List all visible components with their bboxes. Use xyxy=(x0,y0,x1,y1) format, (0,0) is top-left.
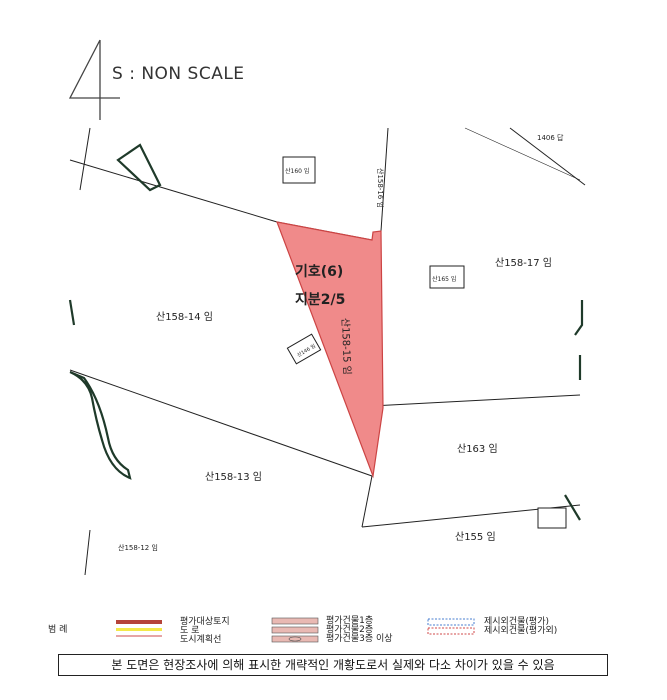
legend-label-bldg3: 평가건물3층 이상 xyxy=(326,634,393,644)
legend-label-excl-eval: 제시외건물(평가) xyxy=(484,617,549,627)
legend-swatch-bldg3 xyxy=(271,635,319,643)
subject-label-line2: 지분2/5 xyxy=(295,292,345,308)
building-146 xyxy=(286,333,322,365)
vegetation-left xyxy=(68,299,76,326)
legend: 범 례 평가대상토지 도 로 도시계획선 평가건물1층 평가건물2층 평가건물3… xyxy=(0,610,667,656)
building-165 xyxy=(429,265,465,289)
legend-swatch-bldg1 xyxy=(271,617,319,625)
legend-swatch-excl-noeval xyxy=(427,627,475,635)
parcel-label-1406: 1406 답 xyxy=(537,133,564,142)
legend-swatches xyxy=(116,617,475,643)
vegetation-bottom-right xyxy=(564,494,581,521)
legend-swatch-cityplan xyxy=(116,635,162,637)
building-label-160: 산160 임 xyxy=(285,167,309,175)
legend-swatch-road xyxy=(116,628,162,631)
scale-label: S : NON SCALE xyxy=(112,64,245,84)
legend-label-target: 평가대상토지 xyxy=(180,617,230,627)
parcel-label-158-12: 산158-12 임 xyxy=(118,543,158,552)
disclaimer-notice: 본 도면은 현장조사에 의해 표시한 개략적인 개황도로서 실제와 다소 차이가… xyxy=(58,654,608,676)
legend-title: 범 례 xyxy=(48,625,68,635)
subject-parcel-name: 산158-15 임 xyxy=(339,318,354,375)
subject-label-line1: 기호(6) xyxy=(295,264,343,280)
vegetation-right-1 xyxy=(574,300,584,336)
vegetation-strip xyxy=(69,370,132,480)
parcel-label-158-17: 산158-17 임 xyxy=(495,256,552,269)
legend-swatch-bldg2 xyxy=(271,626,319,634)
parcel-label-155: 산155 임 xyxy=(455,530,496,543)
map-header: S : NON SCALE xyxy=(0,0,667,125)
legend-label-bldg2: 평가건물2층 xyxy=(326,625,374,635)
building-bottom-right xyxy=(537,507,567,529)
subject-parcel xyxy=(276,221,384,479)
legend-swatch-target xyxy=(116,620,162,624)
cadastral-map: 기호(6) 지분2/5 산158-15 임 산158-14 임 산158-17 … xyxy=(68,127,586,576)
legend-label-cityplan: 도시계획선 xyxy=(180,635,222,645)
parcel-label-158-13: 산158-13 임 xyxy=(205,470,262,483)
building-label-165: 산165 임 xyxy=(432,275,456,283)
legend-swatch-excl-eval xyxy=(427,618,475,626)
parcel-label-163: 산163 임 xyxy=(457,442,498,455)
building-160 xyxy=(282,156,316,184)
legend-label-bldg1: 평가건물1층 xyxy=(326,616,374,626)
vegetation-patch xyxy=(116,143,162,192)
parcel-label-158-16: 산158-16 임 xyxy=(376,168,385,208)
parcel-label-158-14: 산158-14 임 xyxy=(156,310,213,323)
figure-number-4-glyph xyxy=(68,39,120,120)
legend-label-excl-noeval: 제시외건물(평가외) xyxy=(484,626,558,636)
legend-label-road: 도 로 xyxy=(180,626,200,636)
